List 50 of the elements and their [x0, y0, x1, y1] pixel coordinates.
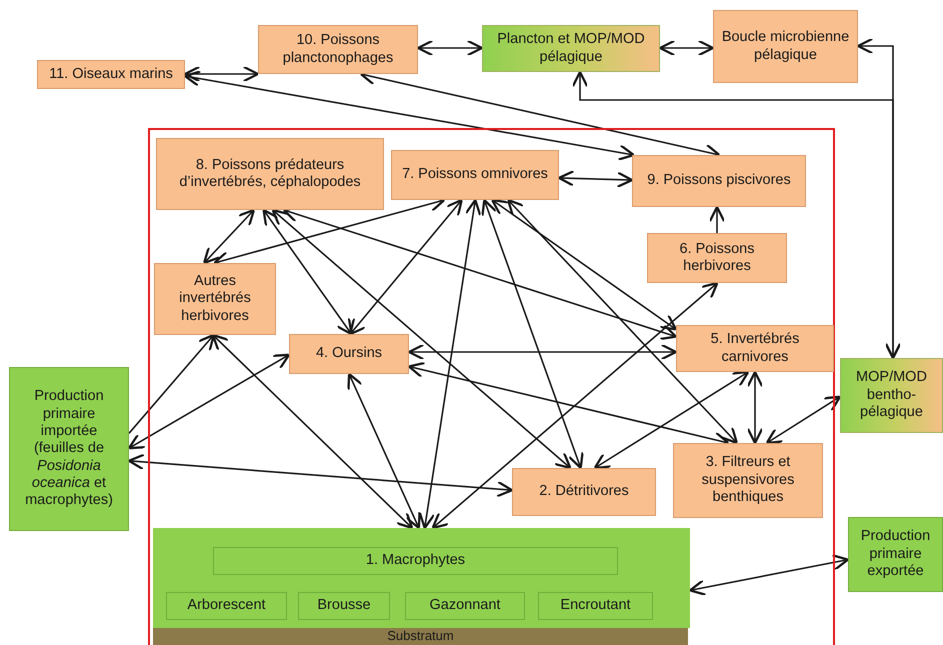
arrow [708, 206, 726, 233]
food-web-box: 7. Poissons omnivores [391, 150, 559, 200]
food-web-box: 8. Poissons prédateurs d’invertébrés, céphalopodes [156, 138, 384, 210]
arrow [506, 198, 738, 444]
arrow [418, 198, 482, 530]
arrow [408, 344, 678, 360]
arrow [262, 208, 353, 336]
food-web-box: Boucle microbienne pélagique [713, 10, 858, 83]
food-web-box: 9. Poissons piscivores [632, 155, 806, 207]
arrow [481, 198, 584, 470]
arrow [766, 396, 842, 444]
arrow [184, 66, 260, 82]
food-web-box: 10. Poissons planctonophages [258, 25, 418, 74]
category-box: Brousse [298, 592, 390, 620]
arrow [128, 334, 215, 434]
arrow [558, 170, 634, 188]
arrow [572, 70, 902, 360]
food-web-box: 4. Oursins [289, 334, 409, 374]
arrow [128, 454, 514, 498]
arrow [491, 198, 678, 331]
arrow [349, 198, 463, 336]
frame-border [148, 128, 835, 645]
arrow [272, 208, 572, 470]
arrow [184, 70, 635, 161]
arrow [212, 334, 414, 530]
food-web-box: 3. Filtreurs et suspensivores benthiques [673, 443, 823, 518]
arrow [658, 40, 714, 56]
food-web-box: Plancton et MOP/MOD pélagique [482, 25, 660, 72]
category-box: Gazonnant [405, 592, 525, 620]
food-web-box: Production primaire exportée [848, 517, 943, 592]
category-box: 1. Macrophytes [213, 547, 618, 575]
food-web-box: Autres invertébrés herbivores [154, 263, 276, 335]
food-web-box: 11. Oiseaux marins [37, 60, 185, 89]
arrow [594, 370, 750, 470]
food-web-box: MOP/MOD bentho-pélagique [840, 358, 943, 433]
food-web-box: 5. Invertébrés carnivores [676, 325, 834, 372]
arrow [128, 354, 290, 450]
category-box: Arborescent [166, 592, 287, 620]
arrow [202, 208, 256, 264]
arrow [688, 554, 850, 596]
category-box: Encroutant [538, 592, 653, 620]
food-web-box: Production primaire importée (feuilles de Posidonia oceanica et macrophytes) [9, 367, 129, 531]
arrow [746, 370, 764, 444]
food-web-box: 2. Détritivores [512, 468, 656, 516]
arrow [416, 40, 484, 56]
macrophyte-panel [153, 528, 690, 628]
substratum-band: Substratum [153, 628, 688, 645]
arrow [432, 282, 718, 530]
arrow [347, 372, 421, 530]
food-web-box: 6. Poissons herbivores [647, 233, 787, 283]
